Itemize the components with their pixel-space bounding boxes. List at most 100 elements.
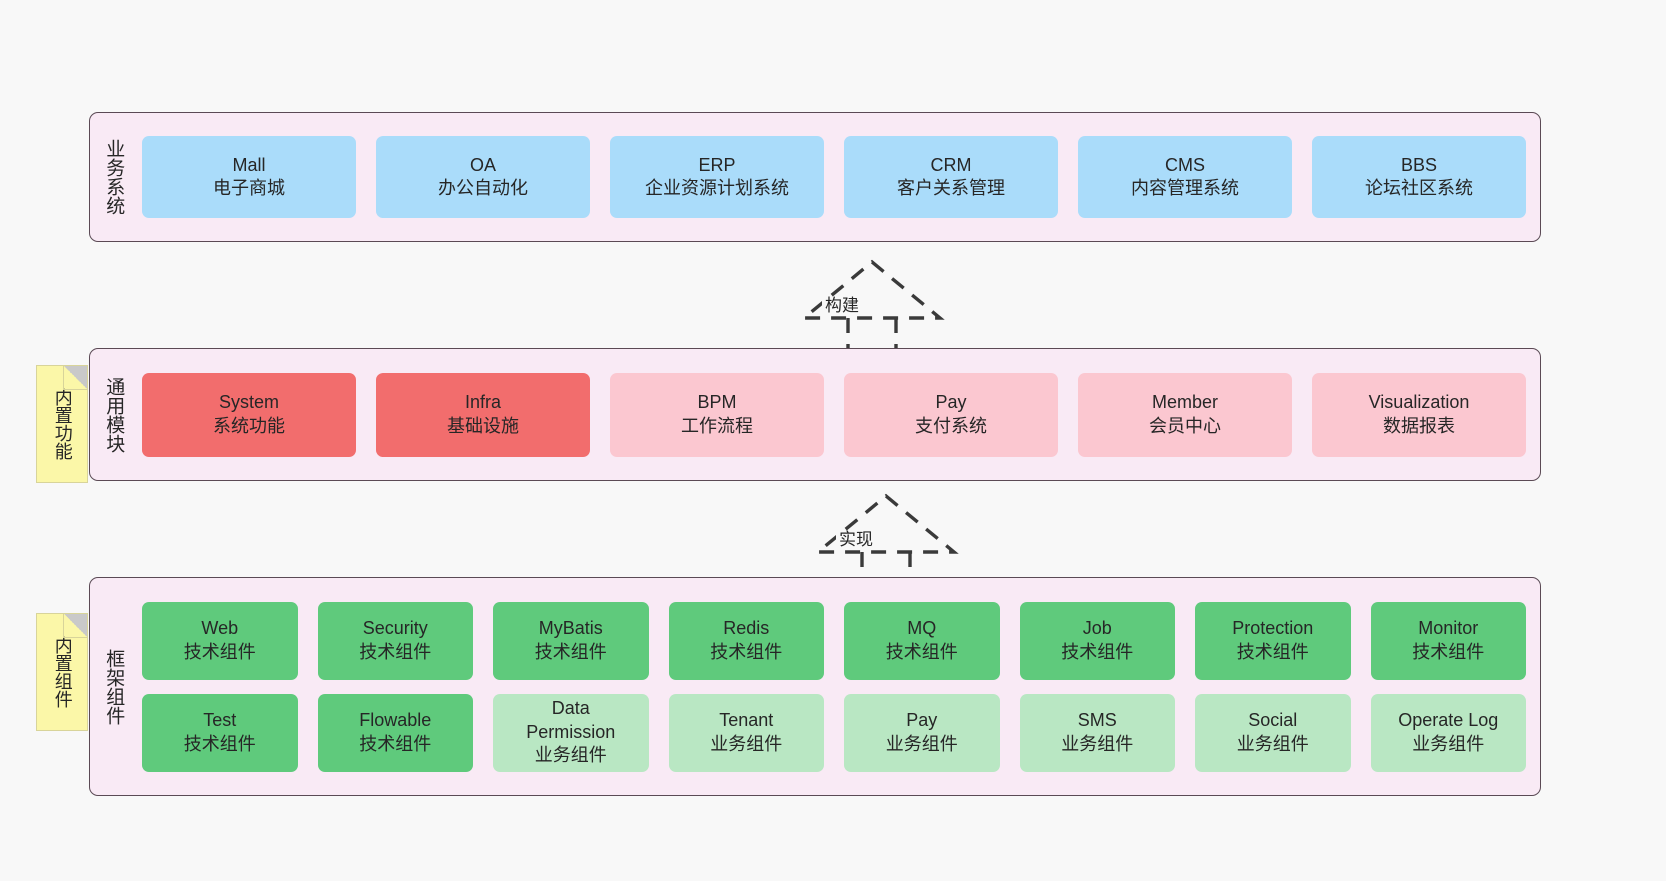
card-title: MyBatis — [538, 618, 603, 639]
layer-title-common-modules: 通用模块 — [103, 376, 125, 453]
card-tenant[interactable]: Tenant 业务组件 — [668, 693, 824, 772]
card-data-permission[interactable]: Data Permission 业务组件 — [493, 693, 649, 772]
card-subtitle: 内容管理系统 — [1131, 178, 1239, 198]
layer-title-business-systems: 业务系统 — [103, 139, 125, 215]
card-row: Web 技术组件 Security 技术组件 MyBatis 技术组件 Redi… — [142, 601, 1526, 680]
card-social[interactable]: Social 业务组件 — [1195, 693, 1351, 772]
card-title: CRM — [930, 154, 972, 175]
card-protection[interactable]: Protection 技术组件 — [1195, 601, 1351, 680]
card-title: Web — [201, 618, 239, 639]
card-title: Pay — [935, 392, 967, 413]
card-bpm[interactable]: BPM 工作流程 — [610, 372, 824, 457]
arrow-head-triangle — [813, 493, 959, 554]
card-row: Test 技术组件 Flowable 技术组件 Data Permission … — [142, 693, 1526, 772]
connector-label-implement: 实现 — [836, 530, 876, 550]
card-title: Monitor — [1418, 618, 1479, 639]
card-bbs[interactable]: BBS 论坛社区系统 — [1312, 136, 1526, 218]
card-security[interactable]: Security 技术组件 — [317, 601, 473, 680]
card-subtitle: 电子商城 — [213, 178, 285, 198]
card-title: SMS — [1077, 710, 1117, 731]
connector-implement: 实现 — [813, 492, 959, 587]
card-subtitle: 数据报表 — [1383, 415, 1455, 436]
card-subtitle: 技术组件 — [1236, 641, 1309, 662]
card-subtitle: 会员中心 — [1149, 415, 1221, 436]
card-subtitle: 技术组件 — [359, 641, 432, 662]
card-subtitle: 业务组件 — [1061, 733, 1134, 754]
card-oa[interactable]: OA 办公自动化 — [376, 136, 590, 218]
card-subtitle: 企业资源计划系统 — [645, 178, 789, 198]
note-builtin-features: 内置功能 — [36, 365, 88, 483]
card-title: BBS — [1400, 154, 1438, 175]
card-pay-component[interactable]: Pay 业务组件 — [844, 693, 1000, 772]
card-operate-log[interactable]: Operate Log 业务组件 — [1370, 693, 1526, 772]
card-infra[interactable]: Infra 基础设施 — [376, 372, 590, 457]
card-title: Member — [1151, 392, 1218, 413]
card-title: Data Permission — [526, 698, 616, 742]
card-subtitle: 办公自动化 — [438, 178, 528, 198]
card-title: CMS — [1165, 154, 1205, 175]
card-subtitle: 系统功能 — [213, 415, 285, 436]
card-subtitle: 论坛社区系统 — [1365, 178, 1473, 198]
card-system[interactable]: System 系统功能 — [142, 372, 356, 457]
note-builtin-components: 内置组件 — [36, 613, 88, 731]
card-title: Redis — [723, 618, 770, 639]
arrow-head-triangle — [799, 259, 945, 320]
card-monitor[interactable]: Monitor 技术组件 — [1370, 601, 1526, 680]
connector-build: 构建 — [799, 258, 945, 353]
layer-body-business-systems: Mall 电子商城 OA 办公自动化 ERP 企业资源计划系统 CRM 客户关系… — [136, 113, 1540, 241]
card-title: BPM — [697, 392, 737, 413]
card-subtitle: 技术组件 — [534, 641, 607, 662]
card-sms[interactable]: SMS 业务组件 — [1019, 693, 1175, 772]
card-job[interactable]: Job 技术组件 — [1019, 601, 1175, 680]
layer-body-framework-components: Web 技术组件 Security 技术组件 MyBatis 技术组件 Redi… — [136, 578, 1540, 795]
card-subtitle: 支付系统 — [915, 415, 987, 436]
card-subtitle: 技术组件 — [885, 641, 958, 662]
card-test[interactable]: Test 技术组件 — [142, 693, 298, 772]
card-flowable[interactable]: Flowable 技术组件 — [317, 693, 473, 772]
layer-business-systems: 业务系统 Mall 电子商城 OA 办公自动化 ERP 企业资源计划系统 CRM — [89, 112, 1541, 242]
card-member[interactable]: Member 会员中心 — [1078, 372, 1292, 457]
card-title: System — [218, 392, 279, 413]
card-title: Protection — [1232, 618, 1314, 639]
card-visualization[interactable]: Visualization 数据报表 — [1312, 372, 1526, 457]
card-subtitle: 业务组件 — [710, 733, 783, 754]
card-web[interactable]: Web 技术组件 — [142, 601, 298, 680]
card-subtitle: 基础设施 — [447, 415, 519, 436]
connector-label-build: 构建 — [822, 296, 862, 316]
card-title: Pay — [906, 710, 938, 731]
card-redis[interactable]: Redis 技术组件 — [668, 601, 824, 680]
card-subtitle: 技术组件 — [183, 733, 256, 754]
arrow-shaft — [846, 318, 898, 353]
card-title: Tenant — [719, 710, 774, 731]
card-subtitle: 业务组件 — [1236, 733, 1309, 754]
card-title: MQ — [907, 618, 937, 639]
card-subtitle: 技术组件 — [710, 641, 783, 662]
card-mall[interactable]: Mall 电子商城 — [142, 136, 356, 218]
card-subtitle: 技术组件 — [359, 733, 432, 754]
card-title: Operate Log — [1398, 710, 1499, 731]
layer-title-framework-components: 框架组件 — [103, 648, 125, 725]
card-title: Visualization — [1368, 392, 1470, 413]
card-title: Test — [203, 710, 237, 731]
layer-body-common-modules: System 系统功能 Infra 基础设施 BPM 工作流程 Pay 支付系统… — [136, 349, 1540, 480]
card-subtitle: 业务组件 — [1412, 733, 1485, 754]
card-cms[interactable]: CMS 内容管理系统 — [1078, 136, 1292, 218]
card-title: Job — [1082, 618, 1112, 639]
card-subtitle: 技术组件 — [1061, 641, 1134, 662]
card-crm[interactable]: CRM 客户关系管理 — [844, 136, 1058, 218]
card-mybatis[interactable]: MyBatis 技术组件 — [493, 601, 649, 680]
card-subtitle: 业务组件 — [534, 745, 607, 766]
card-title: Social — [1248, 710, 1298, 731]
layer-framework-components: 框架组件 Web 技术组件 Security 技术组件 MyBatis 技术组件… — [89, 577, 1541, 796]
card-subtitle: 技术组件 — [1412, 641, 1485, 662]
card-pay-module[interactable]: Pay 支付系统 — [844, 372, 1058, 457]
card-row: System 系统功能 Infra 基础设施 BPM 工作流程 Pay 支付系统… — [142, 372, 1526, 457]
card-title: ERP — [698, 154, 736, 175]
card-subtitle: 业务组件 — [885, 733, 958, 754]
card-mq[interactable]: MQ 技术组件 — [844, 601, 1000, 680]
card-subtitle: 客户关系管理 — [897, 178, 1005, 198]
card-title: Infra — [464, 392, 502, 413]
card-title: Flowable — [359, 710, 432, 731]
card-erp[interactable]: ERP 企业资源计划系统 — [610, 136, 824, 218]
